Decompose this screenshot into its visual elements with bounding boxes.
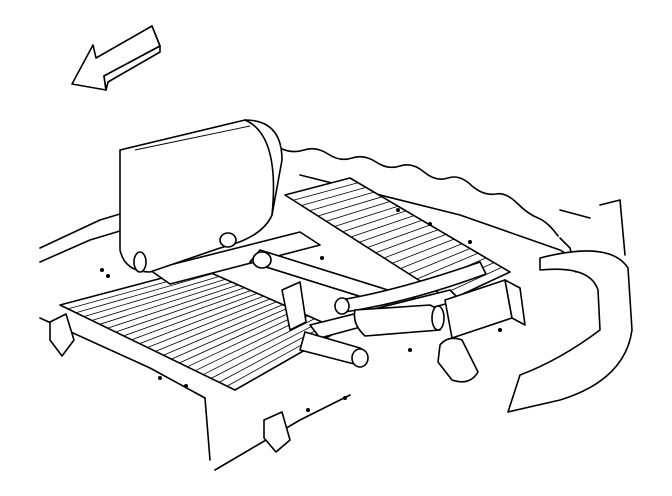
floor-slat — [400, 243, 463, 269]
floor-slat — [441, 266, 503, 296]
floor-slat — [131, 292, 258, 341]
floor-slat — [139, 295, 264, 345]
floor-slat — [334, 205, 399, 227]
floor-slat — [107, 284, 239, 329]
floor-slat — [367, 224, 431, 248]
hitch-receiver — [437, 279, 526, 383]
floor-slat — [163, 304, 283, 356]
floor-slat — [123, 290, 252, 337]
bolt-dot — [408, 348, 412, 352]
floor-pan-left — [59, 267, 341, 391]
floor-slat — [383, 234, 447, 259]
exhaust-pipe — [299, 261, 487, 368]
bolt-dots — [100, 208, 502, 412]
bolt-dot — [158, 376, 162, 380]
floor-slat — [359, 219, 423, 243]
floor-pan-right — [284, 177, 511, 301]
floor-slat — [75, 273, 213, 314]
floor-slat — [210, 321, 322, 379]
floor-slat — [317, 196, 383, 217]
bolt-dot — [498, 328, 502, 332]
floor-slat — [326, 201, 391, 222]
floor-slat — [171, 307, 290, 360]
floor-slat — [301, 187, 367, 206]
floor-slat — [99, 281, 232, 325]
direction-arrow-icon — [71, 25, 161, 91]
floor-slat — [375, 229, 439, 254]
rear-bumper — [507, 199, 633, 413]
bolt-dot — [343, 396, 347, 400]
bolt-dot — [100, 268, 104, 272]
bolt-dot — [428, 222, 432, 226]
floor-slat — [155, 301, 277, 352]
floor-slat — [416, 252, 479, 280]
floor-slat — [115, 287, 245, 333]
floor-slat — [293, 182, 359, 201]
floor-slat — [83, 276, 220, 317]
bolt-dot — [468, 240, 472, 244]
bolt-dot — [184, 384, 188, 388]
mount-bushings — [49, 232, 307, 453]
bolt-dot — [306, 408, 310, 412]
floor-slat — [350, 215, 415, 238]
floor-slat — [392, 238, 455, 264]
spare-tire-carrier — [119, 119, 283, 273]
floor-slat — [408, 248, 471, 275]
floor-slat — [147, 298, 271, 348]
bolt-dot — [106, 274, 110, 278]
bolt-dot — [320, 256, 324, 260]
floor-slat — [91, 278, 226, 321]
floor-slat — [179, 309, 296, 364]
bolt-dot — [396, 208, 400, 212]
floor-slat — [203, 318, 315, 375]
floor-slat — [309, 191, 375, 212]
floor-slat — [187, 312, 302, 368]
floor-slat — [342, 210, 407, 233]
